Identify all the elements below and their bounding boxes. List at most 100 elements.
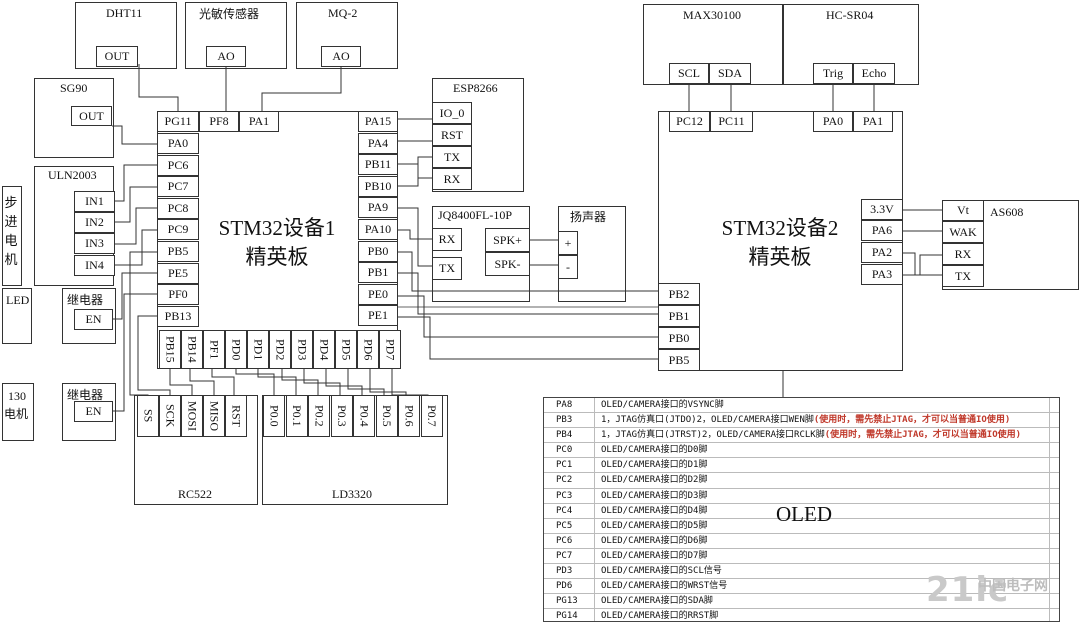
- oled-row-desc-text: OLED/CAMERA接口的WRST信号: [601, 581, 728, 592]
- stm2-pin-pb2: PB2: [658, 283, 700, 305]
- stepper-char-1: 步: [4, 195, 18, 210]
- stm32-board-2: [658, 111, 903, 371]
- mq2-title: MQ-2: [328, 6, 358, 20]
- stepper-char-2: 进: [4, 214, 18, 229]
- oled-row-desc: OLED/CAMERA接口的D5脚: [601, 519, 707, 533]
- stm2-pin-33v: 3.3V: [861, 199, 903, 220]
- oled-row-desc-text: OLED/CAMERA接口的D4脚: [601, 505, 708, 516]
- oled-row-desc: 1，JTAG仿真口(JTDO)2，OLED/CAMERA接口WEN脚(使用时，需…: [601, 413, 1010, 427]
- oled-row-pin: PA8: [556, 400, 573, 410]
- stm1-pin-pb10: PB10: [358, 175, 398, 197]
- relay2-title: 继电器: [67, 388, 104, 402]
- uln-in1-pin: IN1: [74, 191, 115, 212]
- relay1-en-pin: EN: [74, 309, 113, 330]
- stm2-pin-pa0: PA0: [813, 111, 853, 132]
- rc522-pin-sck: SCK: [159, 395, 181, 437]
- oled-row-desc: OLED/CAMERA接口的SDA脚: [601, 594, 713, 608]
- oled-row-desc-text: OLED/CAMERA接口的D3脚: [601, 490, 708, 501]
- oled-row-desc: OLED/CAMERA接口的D0脚: [601, 443, 707, 457]
- uln2003-title: ULN2003: [48, 168, 97, 182]
- wire-pb5-ss: [129, 251, 157, 402]
- stepper-char-3: 电: [4, 233, 18, 248]
- jq8400-tx-pin: TX: [432, 257, 462, 280]
- stm1-pin-pa0: PA0: [157, 133, 199, 154]
- wire-mq2-pa1: [261, 67, 342, 111]
- oled-table-row: PG13 OLED/CAMERA接口的SDA脚: [544, 594, 1059, 610]
- stm1-pin-pa10: PA10: [358, 219, 398, 240]
- sg90-title: SG90: [60, 81, 88, 95]
- oled-row-desc: OLED/CAMERA接口的D4脚: [601, 504, 707, 518]
- stm1-pin-pa1: PA1: [239, 111, 279, 132]
- oled-row-desc: OLED/CAMERA接口的SCL信号: [601, 564, 722, 578]
- oled-row-pin: PG14: [556, 611, 578, 622]
- oled-row-desc: OLED/CAMERA接口的D2脚: [601, 473, 707, 487]
- oled-row-pin: PC0: [556, 445, 573, 456]
- as608-rx-pin: RX: [942, 243, 984, 265]
- light-sensor-title: 光敏传感器: [199, 7, 260, 21]
- oled-row-pin: PG13: [556, 596, 578, 607]
- oled-row-desc: OLED/CAMERA接口的D6脚: [601, 534, 707, 548]
- rc522-pin-ss: SS: [137, 395, 159, 437]
- stm1-pin-pe0: PE0: [358, 283, 398, 305]
- max30100-module: [643, 4, 783, 85]
- oled-row-desc: OLED/CAMERA接口的D1脚: [601, 458, 707, 472]
- esp8266-pin-rx: RX: [432, 168, 472, 190]
- stm32-1-title-line1: STM32设备1: [218, 216, 336, 240]
- as608-wak-pin: WAK: [942, 221, 984, 243]
- oled-row-desc-text: OLED/CAMERA接口的D6脚: [601, 535, 708, 546]
- sg90-out-pin: OUT: [71, 106, 112, 126]
- ld3320-pin-p03: P0.3: [330, 395, 353, 437]
- as608-tx-pin: TX: [942, 265, 984, 287]
- stm2-pin-pc11: PC11: [710, 111, 753, 132]
- oled-row-desc-text: OLED/CAMERA接口的SCL信号: [601, 566, 722, 577]
- oled-row-desc-text: OLED/CAMERA接口的D7脚: [601, 550, 708, 561]
- dht11-title: DHT11: [106, 6, 143, 20]
- oled-row-desc: OLED/CAMERA接口的D3脚: [601, 489, 707, 503]
- oled-row-desc-text: OLED/CAMERA接口的RRST脚: [601, 611, 719, 622]
- dht11-out-pin: OUT: [96, 46, 138, 67]
- stm1-pin-pd1: PD1: [247, 330, 269, 369]
- hcsr04-title: HC-SR04: [826, 8, 874, 22]
- rc522-pin-mosi: MOSI: [181, 395, 203, 437]
- stm1-pin-pc6: PC6: [157, 154, 199, 176]
- stm32-2-title-line2: 精英板: [748, 245, 812, 269]
- ld3320-pin-p04: P0.4: [353, 395, 375, 437]
- oled-row-pin: PD6: [556, 581, 573, 592]
- stm1-pin-pb13: PB13: [157, 305, 199, 327]
- oled-table-row: PC3 OLED/CAMERA接口的D3脚: [544, 489, 1059, 504]
- oled-row-pin: PC3: [556, 490, 573, 501]
- stm1-pin-pa4: PA4: [358, 132, 398, 154]
- oled-row-desc-text: 1，JTAG仿真口(JTDO)2，OLED/CAMERA接口WEN脚: [601, 415, 814, 426]
- stm1-pin-pd6: PD6: [357, 330, 379, 369]
- wire-in1-pc6: [115, 164, 157, 202]
- speaker-title: 扬声器: [570, 210, 607, 224]
- stm1-pin-pb5: PB5: [157, 241, 199, 262]
- ld3320-pin-p06: P0.6: [398, 395, 420, 437]
- stm1-pin-pd0: PD0: [225, 330, 247, 369]
- oled-row-warning: (使用时，需先禁止JTAG，才可以当普通IO使用): [824, 430, 1022, 441]
- oled-row-desc: OLED/CAMERA接口的VSYNC脚: [601, 398, 724, 412]
- oled-row-pin: PD3: [556, 566, 573, 577]
- rc522-pin-miso: MISO: [203, 395, 225, 437]
- oled-row-desc-text: OLED/CAMERA接口的D2脚: [601, 475, 708, 486]
- oled-row-pin: PC1: [556, 460, 573, 471]
- led-module: [2, 288, 32, 344]
- stm1-pin-pb15: PB15: [159, 330, 181, 369]
- as608-vt-pin: Vt: [942, 200, 984, 221]
- ld3320-pin-p01: P0.1: [285, 395, 308, 437]
- stm1-pin-pg11: PG11: [157, 111, 199, 132]
- oled-table-row: PC0 OLED/CAMERA接口的D0脚: [544, 443, 1059, 459]
- stm2-pin-pc12: PC12: [669, 111, 710, 132]
- wire-pe0-pb0: [398, 295, 658, 338]
- wire-relay2-pf0: [110, 293, 157, 412]
- wire-pf1-rst: [211, 369, 235, 402]
- wire-pb0-pb2: [398, 251, 658, 292]
- speaker-plus-pin: +: [558, 231, 578, 255]
- oled-row-desc-text: OLED/CAMERA接口的D0脚: [601, 445, 708, 456]
- wire-pd-bus: [235, 369, 429, 402]
